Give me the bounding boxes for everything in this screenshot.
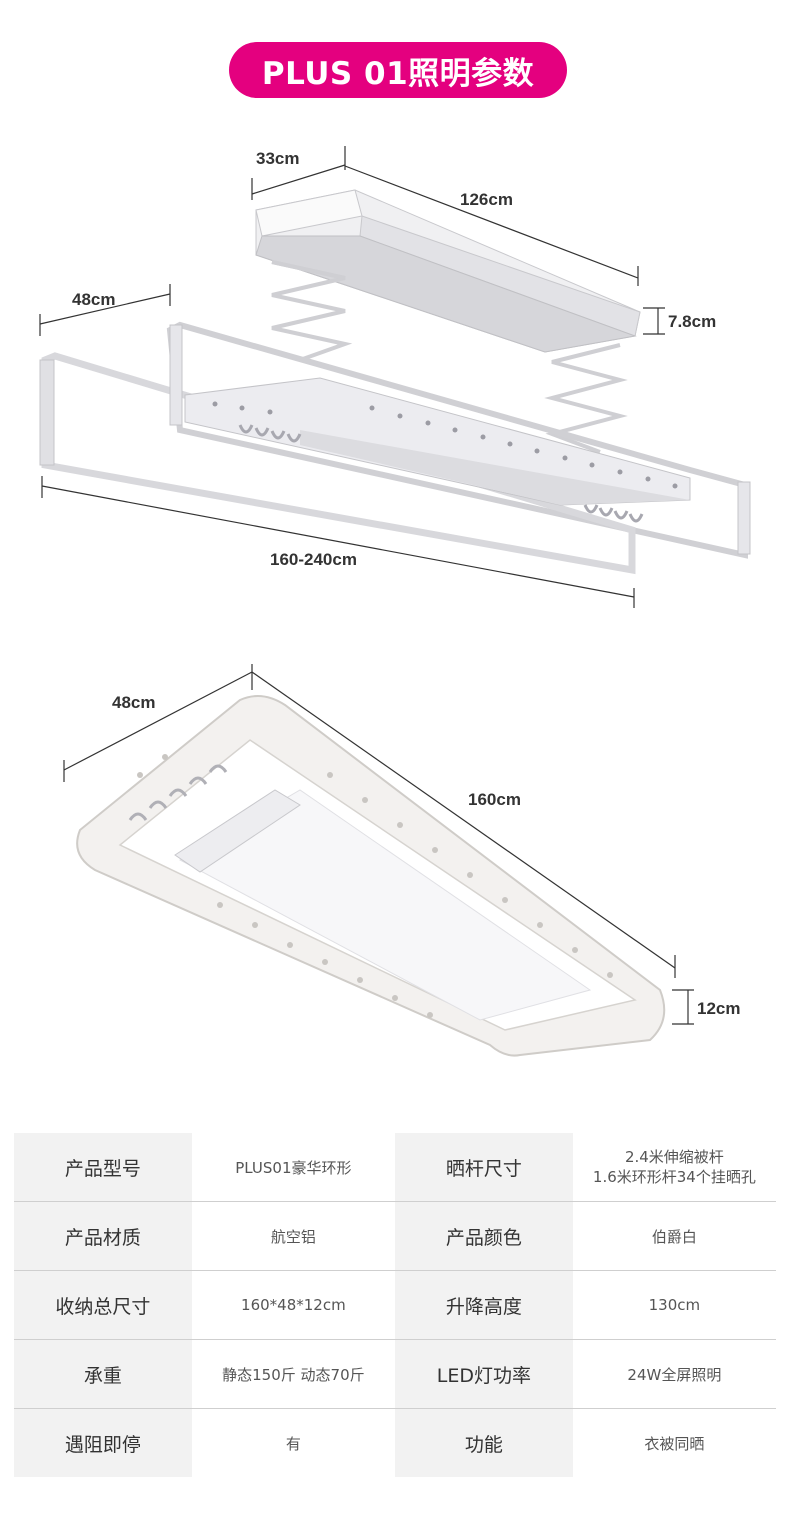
table-row: 收纳总尺寸 160*48*12cm 升降高度 130cm — [14, 1270, 776, 1340]
spec-value: 航空铝 — [191, 1201, 395, 1271]
dim-label-48b: 48cm — [112, 693, 155, 712]
spec-key: 承重 — [14, 1339, 192, 1409]
rack-retracted-diagram: 48cm 160cm 12cm — [63, 664, 740, 1057]
dim-label-33: 33cm — [256, 149, 299, 168]
title-banner: PLUS 01照明参数 — [229, 42, 567, 98]
scissor-arm-left — [271, 260, 353, 362]
spec-value: 24W全屏照明 — [572, 1339, 776, 1409]
dimension-height — [672, 989, 694, 1025]
spec-value: 2.4米伸缩被杆 1.6米环形杆34个挂晒孔 — [572, 1133, 776, 1202]
spec-value: 160*48*12cm — [191, 1270, 395, 1340]
spec-value: 有 — [191, 1408, 395, 1477]
spec-key: LED灯功率 — [394, 1339, 573, 1409]
dimension-length-panel — [344, 165, 639, 286]
dimension-depth-rack — [39, 284, 171, 336]
spec-value: 衣被同晒 — [572, 1408, 776, 1477]
dim-label-160-240: 160-240cm — [270, 550, 357, 569]
dim-label-126: 126cm — [460, 190, 513, 209]
table-row: 承重 静态150斤 动态70斤 LED灯功率 24W全屏照明 — [14, 1339, 776, 1409]
ring-holes — [137, 754, 613, 1018]
spec-table: 产品型号 PLUS01豪华环形 晒杆尺寸 2.4米伸缩被杆 1.6米环形杆34个… — [14, 1133, 776, 1477]
rack-holes — [212, 401, 678, 489]
dimension-length — [251, 671, 676, 978]
spec-key: 晒杆尺寸 — [394, 1133, 573, 1202]
rack-extended-diagram: 33cm 126cm 7.8cm 48cm 160-240cm — [39, 146, 751, 608]
dimension-height-panel — [643, 307, 665, 335]
spec-value-line: 2.4米伸缩被杆 — [624, 1148, 724, 1166]
ceiling-panel — [255, 189, 641, 353]
table-row: 产品材质 航空铝 产品颜色 伯爵白 — [14, 1201, 776, 1271]
spec-key: 遇阻即停 — [14, 1408, 192, 1477]
hooks-left — [238, 424, 302, 443]
dim-label-7-8: 7.8cm — [668, 312, 716, 331]
spec-key: 产品材质 — [14, 1201, 192, 1271]
dim-label-12: 12cm — [697, 999, 740, 1018]
spec-value: PLUS01豪华环形 — [191, 1133, 395, 1202]
ring-frame — [76, 695, 666, 1057]
spec-key: 收纳总尺寸 — [14, 1270, 192, 1340]
table-row: 产品型号 PLUS01豪华环形 晒杆尺寸 2.4米伸缩被杆 1.6米环形杆34个… — [14, 1133, 776, 1202]
hooks-right — [583, 504, 644, 523]
spec-value: 伯爵白 — [572, 1201, 776, 1271]
table-row: 遇阻即停 有 功能 衣被同晒 — [14, 1408, 776, 1477]
spec-key: 产品型号 — [14, 1133, 192, 1202]
scissor-arm-right — [544, 343, 628, 454]
spec-key: 产品颜色 — [394, 1201, 573, 1271]
banner-title: PLUS 01照明参数 — [261, 55, 535, 92]
spec-value: 静态150斤 动态70斤 — [191, 1339, 395, 1409]
spec-value: 130cm — [572, 1270, 776, 1340]
dimension-length-rack — [41, 476, 635, 608]
dimension-width — [63, 664, 253, 782]
dim-label-160: 160cm — [468, 790, 521, 809]
spec-value-line: 1.6米环形杆34个挂晒孔 — [592, 1168, 756, 1186]
dim-label-48: 48cm — [72, 290, 115, 309]
spec-key: 升降高度 — [394, 1270, 573, 1340]
ring-hooks — [128, 764, 228, 821]
rack-frame — [39, 321, 751, 575]
spec-key: 功能 — [394, 1408, 573, 1477]
